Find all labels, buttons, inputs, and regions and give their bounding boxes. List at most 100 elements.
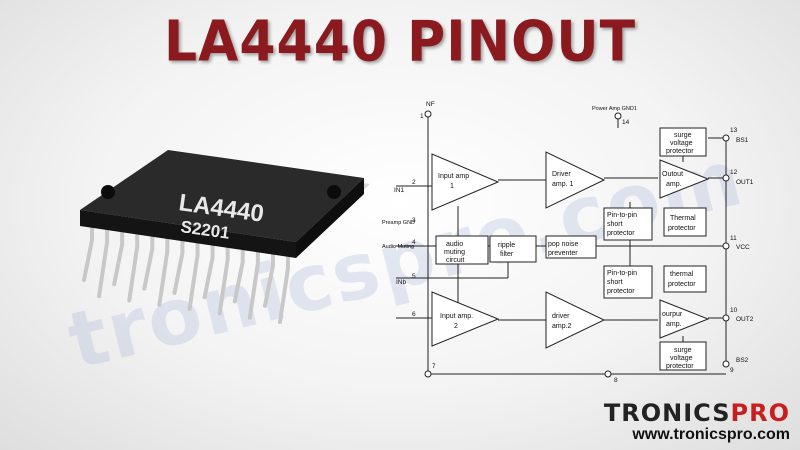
chip-lead <box>142 230 155 291</box>
pin-short1-line2: short <box>607 221 623 228</box>
pin-short-protector1-box <box>603 207 653 241</box>
pin1-terminal <box>424 110 432 118</box>
chip-body-top <box>80 150 364 242</box>
input-amp2-line2: 2 <box>454 323 458 330</box>
thermal2-line2: protector <box>668 281 696 288</box>
chip-lead <box>97 224 110 299</box>
ripple-line1: ripple <box>498 242 515 249</box>
thermal2-line1: thermal <box>670 271 694 278</box>
surge1-line2: voltage <box>670 140 693 147</box>
thermal-protector1-box <box>663 207 707 237</box>
brand-url: www.tronicspro.com <box>632 426 790 443</box>
thermal-protector2-box <box>663 265 707 293</box>
pop-noise-line1: pop noise <box>548 241 578 248</box>
pin-short-protector2-box <box>603 265 653 299</box>
pin1-label: NF <box>426 101 435 108</box>
pin-short1-line1: Pin-to-pin <box>607 212 637 219</box>
pin4-label: Audio Muting <box>382 244 414 250</box>
output-amp2-line1: ourpur <box>662 311 683 318</box>
pin-short1-line3: protector <box>607 230 635 237</box>
chip-lead <box>217 241 230 316</box>
driver-amp1-line2: amp. 1 <box>552 181 574 188</box>
pin9-number: 9 <box>730 367 734 374</box>
chip-lead <box>187 237 200 312</box>
pin-short2-line2: short <box>607 279 623 286</box>
pin14-label: Power Amp GND1 <box>592 106 637 112</box>
brand-logo: TRONICSPRO <box>600 400 790 426</box>
driver-amp1-symbol <box>545 151 606 209</box>
ripple-line2: filter <box>500 251 514 258</box>
pin12-number: 12 <box>730 169 738 176</box>
pin10-label: OUT2 <box>736 316 754 323</box>
pin14-terminal <box>614 112 622 120</box>
chip-lead <box>262 247 275 308</box>
pin9-terminal <box>722 360 730 368</box>
pin-short2-line3: protector <box>607 288 635 295</box>
bs2-label: BS2 <box>736 357 749 364</box>
brand-block: TRONICSPRO www.tronicspro.com <box>600 400 790 444</box>
surge1-line3: protector <box>666 148 694 155</box>
audio-muting-line3: circuit <box>446 257 464 264</box>
pin11-number: 11 <box>730 235 737 242</box>
output-amp2-symbol <box>659 299 710 339</box>
pin6-number: 6 <box>412 311 416 318</box>
chip-lead <box>247 245 260 320</box>
chip-pins <box>82 222 290 324</box>
audio-muting-line2: muting <box>444 249 465 256</box>
chip-lead <box>157 232 170 307</box>
surge1-line1: surge <box>674 132 692 139</box>
surge-protector1-box <box>659 127 707 157</box>
chip-body-front <box>80 210 296 258</box>
pin7-number: 7 <box>432 363 436 370</box>
pin10-terminal <box>722 314 730 322</box>
driver-amp2-symbol <box>545 291 606 349</box>
pin11-terminal <box>722 242 730 250</box>
pin3-label: Preamp GND <box>382 220 415 226</box>
pin12-label: OUT1 <box>736 179 754 186</box>
surge2-line1: surge <box>674 347 692 354</box>
driver-amp2-line1: driver <box>552 313 570 320</box>
pin2-label: IN1 <box>394 187 405 194</box>
chip-lead <box>112 226 125 287</box>
audio-muting-line1: audio <box>446 241 463 248</box>
ripple-filter-box <box>489 235 537 263</box>
chip-hole-left <box>101 185 115 199</box>
pin8-terminal <box>604 370 612 378</box>
pin13-number: 13 <box>730 127 738 134</box>
output-amp1-symbol <box>659 159 710 199</box>
input-amp2-line1: Input amp. <box>440 313 473 320</box>
chip-lead <box>127 228 140 303</box>
brand-name-part1: TRONICS <box>603 399 731 427</box>
input-amp1-line1: Input amp <box>438 173 469 180</box>
chip-lead <box>232 243 245 304</box>
pop-noise-line2: preventer <box>548 250 578 257</box>
output-amp2-line2: amp. <box>666 321 682 328</box>
pin14-number: 14 <box>622 119 630 126</box>
input-amp1-line2: 1 <box>450 183 454 190</box>
pin13-terminal <box>722 134 730 142</box>
pin8-number: 8 <box>614 377 618 384</box>
pin3-number: 3 <box>412 217 416 224</box>
surge-protector2-box <box>659 341 707 371</box>
chip-lead <box>202 239 215 300</box>
pop-noise-box <box>545 235 597 259</box>
driver-amp2-line2: amp.2 <box>552 323 572 330</box>
surge2-line3: protector <box>666 363 694 370</box>
pin2-number: 2 <box>412 179 416 186</box>
pin7-terminal <box>424 370 432 378</box>
chip-hole-right <box>327 185 341 199</box>
chip-lead <box>278 250 290 324</box>
driver-amp1-line1: Driver <box>552 171 571 178</box>
output-amp1-line1: Outout <box>662 171 683 178</box>
input-amp2-symbol <box>431 291 500 347</box>
pin5-number: 5 <box>412 273 416 280</box>
surge2-line2: voltage <box>670 355 693 362</box>
pin5-label: INb <box>396 279 407 286</box>
pin11-label: VCC <box>736 244 750 251</box>
chip-lead <box>172 234 185 295</box>
thermal1-line2: protector <box>668 225 696 232</box>
input-amp1-symbol <box>431 153 500 211</box>
thermal1-line1: Thermal <box>670 215 696 222</box>
block-diagram: Input amp 1 Driver amp. 1 Outout amp. su… <box>382 101 754 384</box>
output-amp1-line2: amp. <box>666 181 682 188</box>
